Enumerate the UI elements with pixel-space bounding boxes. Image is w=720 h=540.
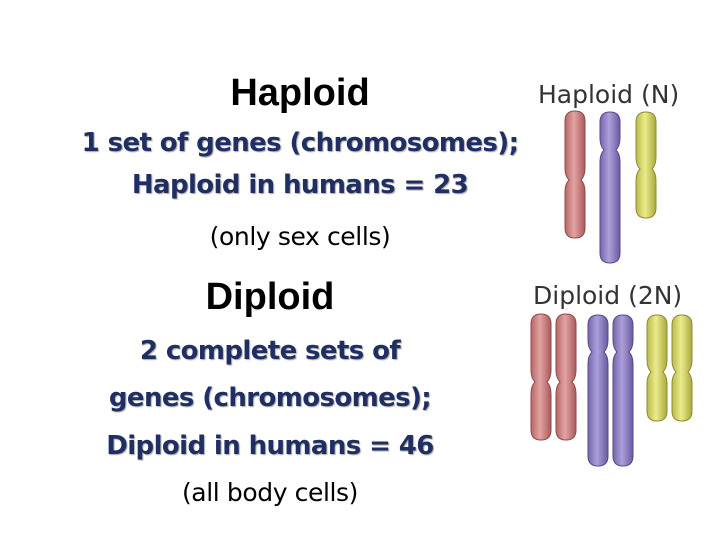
- haploid-definition-line1: 1 set of genes (chromosomes);: [81, 128, 519, 158]
- diploid-figure-label: Diploid (2N): [533, 281, 683, 310]
- red-chromosome: [555, 313, 577, 441]
- diploid-definition-line3: Diploid in humans = 46: [106, 431, 434, 461]
- diploid-title: Diploid: [205, 276, 335, 318]
- purple-chromosome: [587, 314, 609, 467]
- haploid-title: Haploid: [230, 72, 370, 114]
- haploid-definition-line2: Haploid in humans = 23: [131, 170, 469, 200]
- diploid-chromosomes: [530, 313, 693, 467]
- diploid-note: (all body cells): [181, 478, 359, 507]
- yellow-chromosome: [671, 314, 693, 422]
- purple-chromosome: [612, 314, 634, 467]
- diploid-definition-line1: 2 complete sets of: [139, 336, 401, 366]
- haploid-chromosomes: [564, 110, 657, 264]
- purple-chromosome: [599, 111, 621, 264]
- haploid-note: (only sex cells): [209, 222, 391, 251]
- yellow-chromosome: [635, 111, 657, 219]
- red-chromosome: [530, 313, 552, 441]
- red-chromosome: [564, 110, 586, 239]
- haploid-figure-label: Haploid (N): [538, 80, 680, 109]
- yellow-chromosome: [646, 314, 668, 422]
- diploid-definition-line2: genes (chromosomes);: [108, 383, 432, 413]
